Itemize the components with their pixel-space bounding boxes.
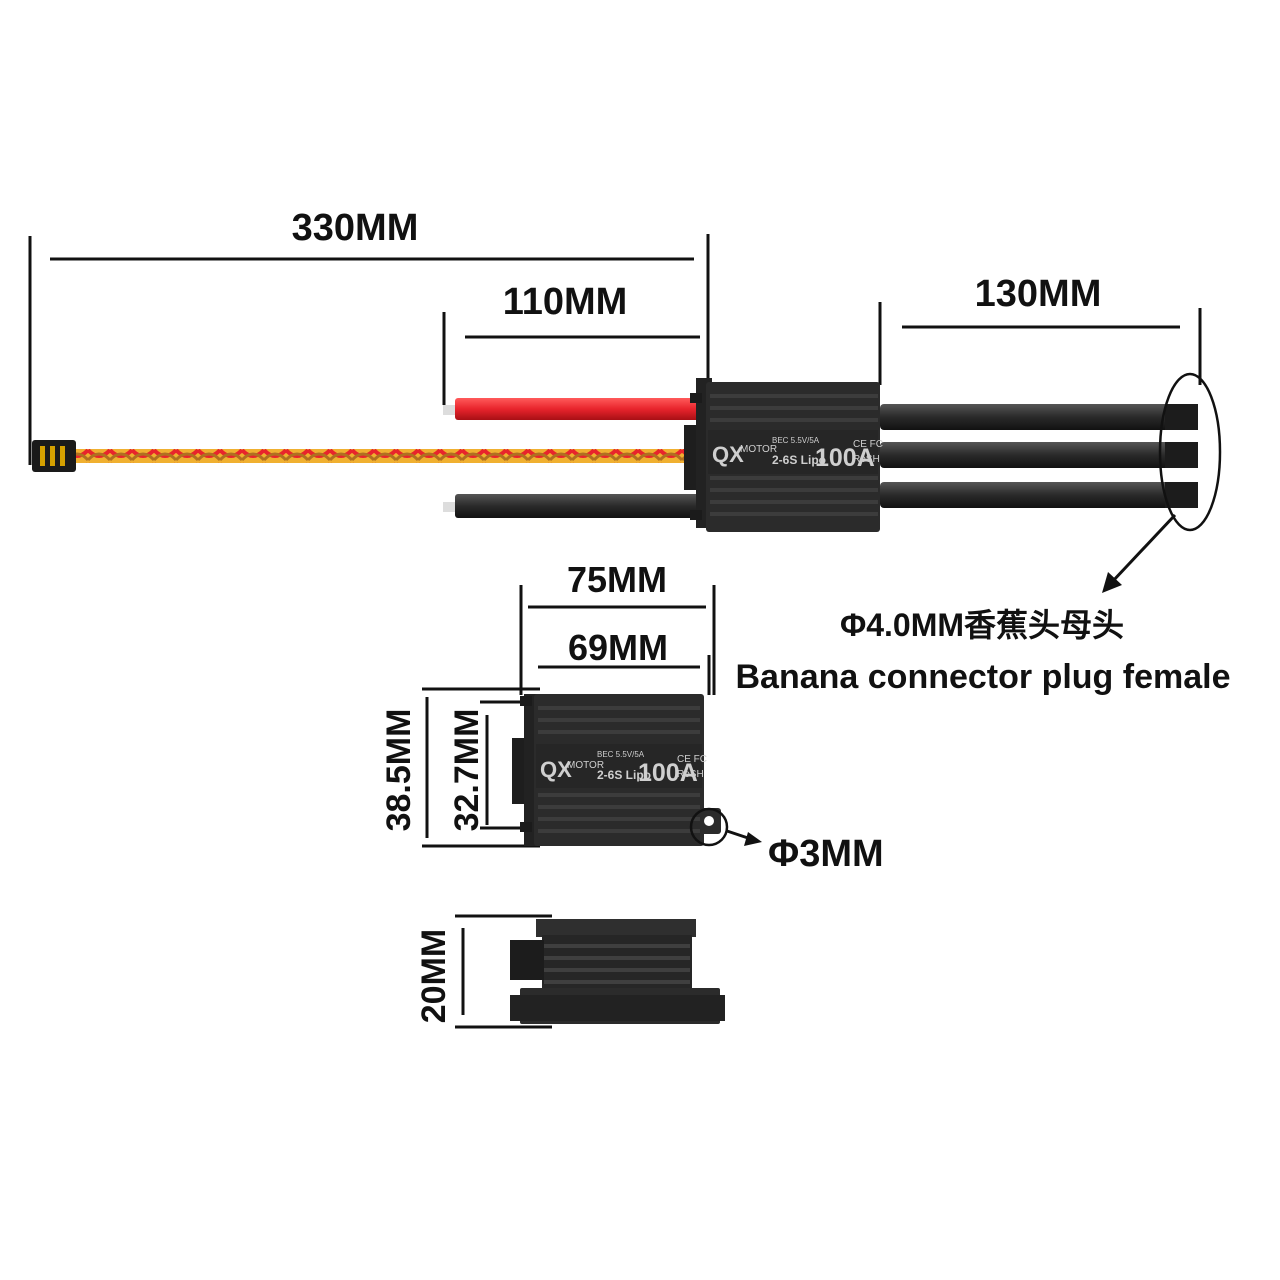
esc-brand-sub: MOTOR bbox=[740, 444, 777, 455]
dim-height-inner: 32.7MM bbox=[448, 709, 486, 832]
servo-connector bbox=[32, 440, 76, 472]
dim-hole: Φ3MM bbox=[768, 833, 884, 875]
hole-arrow bbox=[726, 829, 762, 846]
esc-rohs: RoSH bbox=[853, 454, 880, 465]
esc-body-side bbox=[510, 919, 725, 1024]
esc-front-spec-cells: 2-6S Lipo bbox=[597, 768, 651, 782]
dim-thickness: 20MM bbox=[415, 929, 453, 1023]
connector-arrow bbox=[1102, 513, 1177, 593]
esc-body-top bbox=[684, 378, 880, 532]
dim-power-lead: 110MM bbox=[503, 281, 628, 323]
black-power-wire bbox=[443, 494, 700, 518]
connector-label-en: Banana connector plug female bbox=[736, 658, 1231, 696]
dim-mount-inner: 69MM bbox=[568, 627, 668, 668]
esc-body-front bbox=[512, 694, 721, 846]
esc-front-brand-sub: MOTOR bbox=[567, 760, 604, 771]
dim-height-outer: 38.5MM bbox=[380, 709, 418, 832]
esc-label-front: QX MOTOR BEC 5.5V/5A 2-6S Lipo 100A CE F… bbox=[540, 750, 707, 787]
connector-label-cn: Φ4.0MM香蕉头母头 bbox=[840, 607, 1124, 643]
hole-highlight-circle bbox=[689, 807, 729, 847]
esc-current: 100A bbox=[815, 444, 875, 472]
esc-front-rohs: RoSH bbox=[677, 769, 704, 780]
dim-lines-thickness bbox=[455, 914, 552, 1029]
esc-front-current: 100A bbox=[638, 759, 698, 787]
dim-lines-mount bbox=[519, 585, 716, 695]
esc-spec-cells: 2-6S Lipo bbox=[772, 453, 826, 467]
dim-total-length: 330MM bbox=[292, 207, 419, 249]
esc-brand: QX bbox=[712, 442, 744, 467]
dim-lines-top bbox=[28, 234, 1202, 465]
signal-wire bbox=[76, 449, 686, 463]
motor-wires bbox=[880, 404, 1198, 508]
connector-highlight-ellipse bbox=[1158, 372, 1222, 532]
esc-cert: CE FC bbox=[853, 439, 883, 450]
dim-motor-lead: 130MM bbox=[975, 273, 1102, 315]
dim-mount-outer: 75MM bbox=[567, 559, 667, 600]
esc-front-brand: QX bbox=[540, 757, 572, 782]
esc-spec-small: BEC 5.5V/5A bbox=[772, 436, 820, 445]
esc-label-top: QX MOTOR BEC 5.5V/5A 2-6S Lipo 100A CE F… bbox=[712, 436, 883, 472]
esc-front-cert: CE FC bbox=[677, 754, 707, 765]
red-power-wire bbox=[443, 398, 700, 420]
esc-front-spec-small: BEC 5.5V/5A bbox=[597, 750, 645, 759]
